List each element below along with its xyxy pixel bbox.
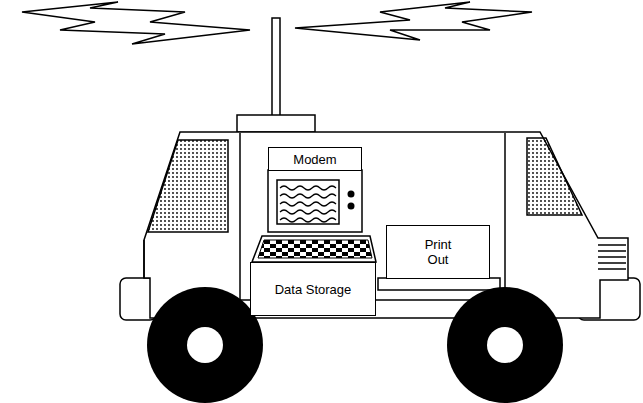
data-storage-box: Data Storage	[250, 262, 376, 316]
box-label: Modem	[293, 152, 336, 167]
box-label: Print Out	[416, 237, 461, 267]
radio-wave	[22, 2, 250, 44]
radio-wave	[295, 2, 532, 40]
modem-box: Modem	[268, 147, 362, 171]
antenna-base	[237, 115, 315, 132]
front-wheel	[447, 287, 563, 403]
front-window	[527, 138, 582, 215]
box-label: Data Storage	[275, 282, 352, 297]
rear-wheel	[147, 287, 263, 403]
rear-window	[148, 140, 228, 232]
grille	[598, 245, 626, 269]
printer-shelf	[378, 278, 500, 290]
screen	[277, 180, 339, 224]
printout-box: Print Out	[386, 225, 490, 279]
antenna	[272, 18, 280, 116]
keyboard	[258, 240, 372, 258]
screen-waves	[280, 186, 336, 222]
monitor	[268, 170, 362, 232]
